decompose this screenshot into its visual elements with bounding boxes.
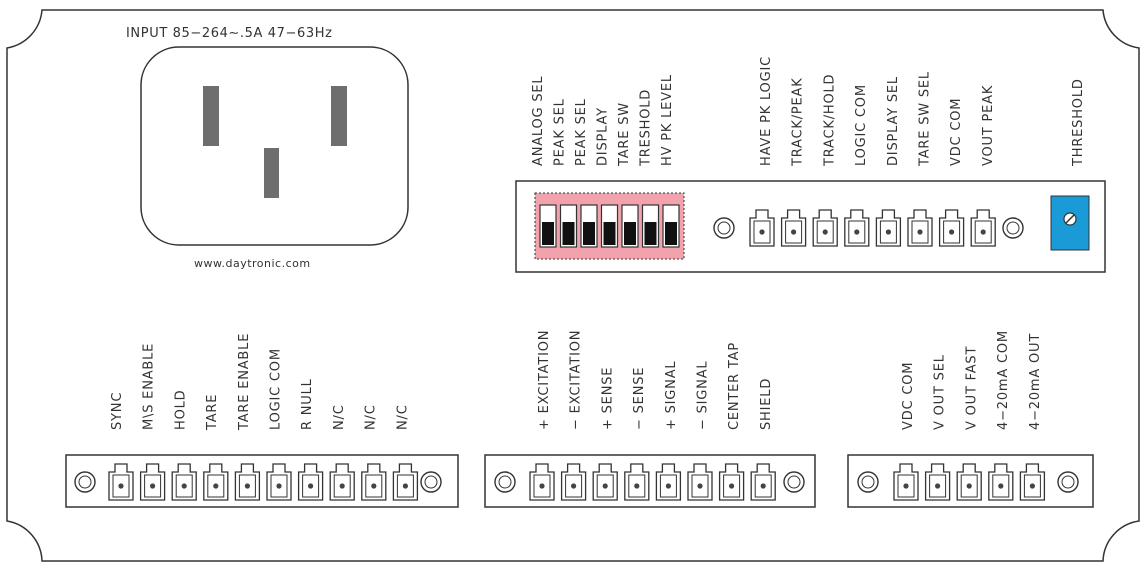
upper-screw-right-inner [1006,221,1020,235]
upper-terminal-label-2: TRACK/HOLD [822,74,837,167]
right-terminal-label-0: VDC COM [901,362,916,430]
right-terminal-label-1: V OUT SEL [933,354,948,430]
dip-switch-label-4: TARE SW [617,102,632,167]
middle-terminal-pin-3 [634,483,640,489]
dip-switch-lever-0 [542,222,554,245]
middle-terminal-label-2: + SENSE [600,367,615,430]
middle-terminal-pin-2 [602,483,608,489]
dip-switch-lever-5 [644,222,657,245]
left-terminal-pin-3 [213,483,219,489]
middle-screw-right-inner [787,475,801,489]
upper-terminal-pin-7 [980,229,986,235]
middle-terminal-pin-6 [729,483,735,489]
ac-inlet-pin-left [203,86,219,146]
upper-terminal-pin-6 [949,229,955,235]
left-terminal-label-3: TARE [205,394,220,431]
left-terminal-label-5: LOGIC COM [269,348,284,430]
upper-terminal-label-3: LOGIC COM [854,84,869,166]
left-terminal-label-0: SYNC [110,392,125,430]
upper-terminal-pin-5 [917,229,923,235]
middle-terminal-label-5: − SIGNAL [696,361,711,430]
left-terminal-pin-7 [339,483,345,489]
dip-switch-lever-6 [665,222,677,245]
dip-switch-lever-1 [562,222,575,245]
dip-switch-label-2: PEAK SEL [574,98,589,166]
left-terminal-pin-5 [276,483,282,489]
upper-terminal-label-4: DISPLAY SEL [886,76,901,166]
right-screw-right-inner [1061,475,1075,489]
threshold-screw-slot [1065,214,1075,224]
ac-inlet-pin-right [331,86,347,146]
middle-terminal-pin-1 [571,483,577,489]
middle-terminal-label-0: + EXCITATION [537,330,552,430]
left-terminal-label-8: N/C [364,404,379,430]
upper-terminal-label-1: TRACK/PEAK [791,77,806,167]
left-terminal-label-6: R NULL [300,378,315,430]
middle-terminal-label-6: CENTER TAP [727,342,742,430]
right-terminal-pin-3 [998,483,1004,489]
upper-terminal-label-0: HAVE PK LOGIC [759,56,774,166]
middle-terminal-pin-5 [697,483,703,489]
left-terminal-pin-8 [371,483,377,489]
middle-terminal-pin-7 [760,483,766,489]
upper-screw-left-inner [717,221,731,235]
right-terminal-pin-4 [1029,483,1035,489]
right-terminal-pin-2 [966,483,972,489]
right-terminal-label-3: 4−20mA COM [996,330,1011,430]
right-screw-left-inner [861,475,875,489]
right-terminal-pin-1 [935,483,941,489]
ac-inlet-pin-ground [264,148,279,198]
middle-terminal-label-3: − SENSE [632,367,647,430]
left-terminal-label-4: TARE ENABLE [237,333,252,431]
dip-switch-label-5: TRESHOLD [639,89,654,167]
upper-terminal-label-6: VDC COM [949,98,964,166]
left-terminal-label-9: N/C [395,404,410,430]
dip-switch-label-1: PEAK SEL [553,98,568,166]
dip-switch-label-0: ANALOG SEL [531,76,546,166]
middle-screw-left-inner [498,475,512,489]
left-screw-left-inner [78,475,92,489]
right-terminal-pin-0 [903,483,909,489]
middle-terminal-label-1: − EXCITATION [569,330,584,430]
middle-terminal-label-4: + SIGNAL [664,361,679,430]
left-terminal-pin-4 [244,483,250,489]
upper-terminal-pin-2 [822,229,828,235]
left-terminal-label-2: HOLD [173,390,188,430]
right-terminal-label-2: V OUT FAST [964,346,979,430]
website-label: www.daytronic.com [194,257,311,270]
upper-terminal-pin-4 [885,229,892,235]
left-terminal-pin-0 [118,483,124,489]
upper-terminal-pin-0 [759,229,765,235]
input-rating-label: INPUT 85−264∼.5A 47−63Hz [126,26,333,41]
dip-switch-lever-2 [583,222,595,245]
left-terminal-pin-6 [308,483,314,489]
middle-terminal-pin-4 [665,483,672,489]
left-terminal-pin-9 [402,483,408,489]
left-terminal-pin-2 [181,483,187,489]
dip-switch-label-3: DISPLAY [596,107,611,166]
ac-inlet [140,46,409,246]
middle-terminal-label-7: SHIELD [759,378,774,430]
upper-terminal-label-7: VOUT PEAK [981,85,996,166]
dip-switch-lever-3 [603,222,616,245]
upper-terminal-pin-3 [854,229,860,235]
threshold-label: THRESHOLD [1071,78,1086,167]
left-screw-right-inner [424,475,438,489]
dip-switch-label-6: HV PK LEVEL [660,74,675,166]
upper-terminal-label-5: TARE SW SEL [918,71,933,167]
upper-terminal-pin-1 [791,229,797,235]
left-terminal-pin-1 [150,483,156,489]
left-terminal-label-7: N/C [332,404,347,430]
dip-switch-lever-4 [624,222,636,245]
middle-terminal-pin-0 [539,483,545,489]
left-terminal-label-1: M\S ENABLE [142,343,157,430]
right-terminal-label-4: 4−20mA OUT [1028,333,1043,430]
